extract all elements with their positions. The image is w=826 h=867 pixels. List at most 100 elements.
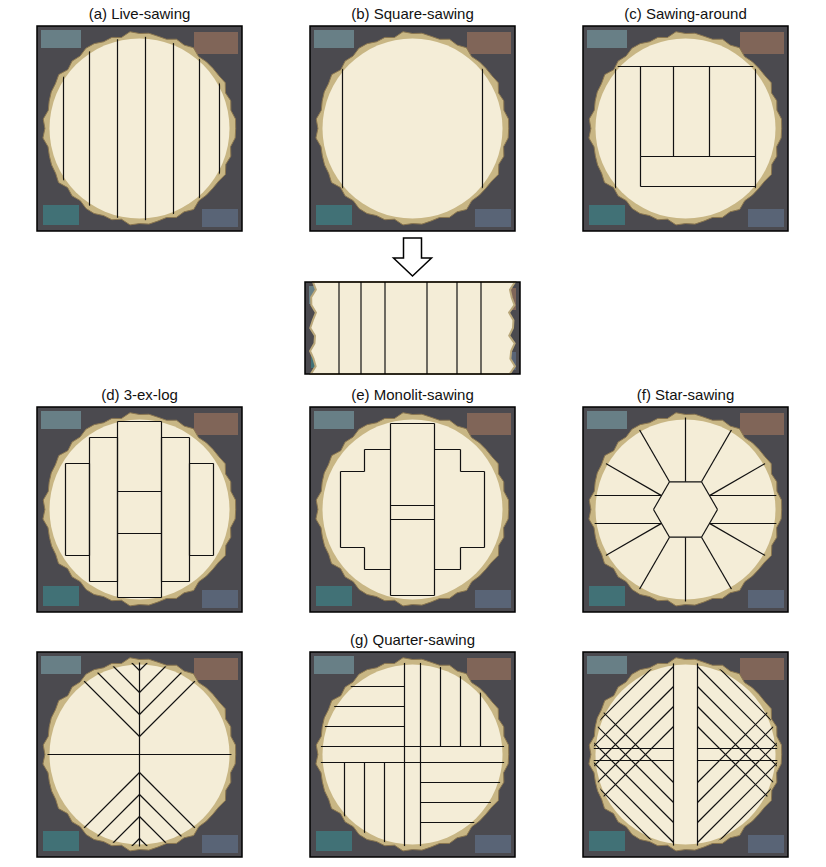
saw-cut xyxy=(10,475,140,605)
saw-cut xyxy=(755,67,756,249)
log-end xyxy=(596,665,776,845)
log-panel xyxy=(310,9,515,249)
saw-cut xyxy=(480,282,481,374)
photo-detail xyxy=(589,205,625,225)
saw-cut xyxy=(199,9,200,249)
saw-cut xyxy=(140,839,270,867)
saw-cut xyxy=(698,687,826,817)
photo-detail xyxy=(314,30,354,48)
saw-cut xyxy=(461,547,485,548)
saw-cut xyxy=(89,438,90,582)
photo-background xyxy=(583,26,788,231)
saw-cut xyxy=(340,472,341,548)
saw-cut xyxy=(10,773,140,867)
panel-frame xyxy=(583,407,788,612)
saw-cut xyxy=(10,817,140,867)
saw-cut xyxy=(118,533,162,534)
saw-cut xyxy=(697,635,698,867)
saw-cut xyxy=(544,773,674,867)
saw-cut xyxy=(213,464,214,556)
saw-cut xyxy=(435,449,461,450)
saw-cut xyxy=(89,464,90,556)
saw-cut xyxy=(10,795,140,867)
photo-detail xyxy=(748,209,784,227)
saw-cut xyxy=(342,9,343,249)
photo-detail xyxy=(740,413,784,435)
photo-detail xyxy=(41,30,81,48)
saw-cut xyxy=(698,627,826,757)
saw-cut xyxy=(364,450,365,472)
photo-detail xyxy=(589,586,625,606)
photo-detail xyxy=(314,411,354,429)
saw-cut xyxy=(117,9,118,249)
photo-detail xyxy=(587,30,627,48)
saw-cut xyxy=(293,762,533,763)
saw-cut xyxy=(698,647,826,777)
saw-cut xyxy=(10,497,140,627)
photo-background xyxy=(310,652,515,857)
saw-cut xyxy=(698,713,826,843)
saw-cut xyxy=(710,523,806,524)
saw-cut xyxy=(10,541,140,671)
saw-cut xyxy=(544,673,674,803)
saw-cut xyxy=(544,713,674,843)
saw-cut xyxy=(391,423,435,424)
saw-cut xyxy=(118,491,162,492)
log-end xyxy=(596,39,776,219)
log-end xyxy=(50,39,230,219)
saw-cut xyxy=(391,519,435,520)
saw-cut xyxy=(162,437,190,438)
saw-cut xyxy=(460,450,461,472)
saw-cut xyxy=(640,67,641,157)
saw-cut xyxy=(140,795,270,867)
photo-detail xyxy=(194,658,238,680)
photo-detail xyxy=(475,209,511,227)
saw-cut xyxy=(140,585,270,715)
saw-cut xyxy=(89,9,90,249)
saw-cut xyxy=(685,537,686,667)
panel-frame xyxy=(37,26,242,231)
photo-detail xyxy=(202,590,238,608)
saw-cut xyxy=(615,67,616,249)
saw-cut xyxy=(391,505,435,506)
saw-cut xyxy=(10,585,140,715)
saw-cut xyxy=(698,753,826,867)
saw-cut xyxy=(709,67,710,157)
bark xyxy=(43,413,236,606)
saw-cut xyxy=(66,463,90,464)
saw-cut xyxy=(190,555,214,556)
photo-detail xyxy=(194,32,238,54)
saw-cut xyxy=(698,667,826,797)
log-panel xyxy=(37,407,242,612)
saw-cut xyxy=(65,464,66,556)
saw-cut xyxy=(544,707,674,837)
photo-detail xyxy=(41,411,81,429)
saw-cut xyxy=(484,472,485,548)
log-end xyxy=(323,420,503,600)
bark xyxy=(589,32,782,225)
saw-cut xyxy=(710,495,806,496)
saw-cut xyxy=(544,733,674,863)
saw-cut xyxy=(549,523,662,588)
photo-detail xyxy=(316,831,352,851)
saw-cut xyxy=(338,282,339,374)
photo-detail xyxy=(202,209,238,227)
bark xyxy=(316,32,509,225)
panel-frame xyxy=(305,282,520,374)
saw-cut xyxy=(10,563,140,693)
saw-cut xyxy=(605,537,670,650)
photo-detail xyxy=(314,656,354,674)
saw-cut xyxy=(63,9,64,249)
saw-cut xyxy=(710,431,823,496)
saw-cut xyxy=(10,839,140,867)
saw-cut xyxy=(344,763,345,867)
saw-cut xyxy=(66,555,90,556)
log-panel xyxy=(566,26,806,249)
photo-detail xyxy=(316,586,352,606)
photo-background xyxy=(583,652,788,857)
saw-cut xyxy=(566,495,662,496)
photo-detail xyxy=(740,658,784,680)
saw-cut xyxy=(404,635,405,867)
photo-detail xyxy=(41,656,81,674)
saw-cut xyxy=(435,569,461,570)
